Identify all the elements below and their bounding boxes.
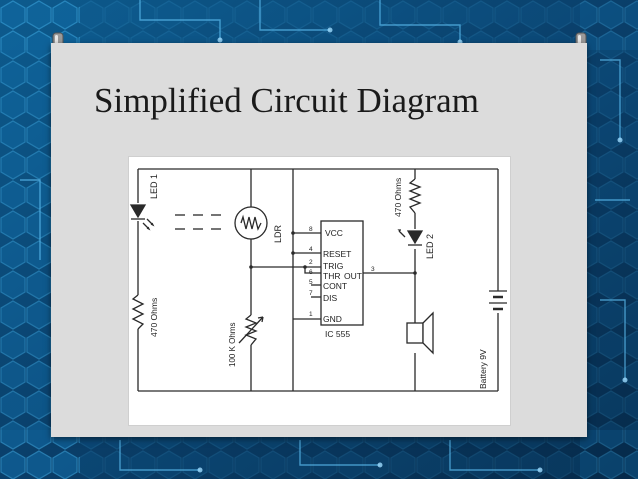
ic-pin-gnd: GND (323, 314, 342, 324)
ic-pin-trig: TRIG (323, 261, 343, 271)
led2-symbol (397, 229, 424, 246)
resistor1-label: 470 Ohms (149, 298, 159, 337)
pin-number-8: 8 (309, 226, 313, 233)
led1-label: LED 1 (149, 174, 159, 199)
ic-pin-reset: RESET (323, 249, 351, 259)
circuit-diagram: LED 1 470 Ohms LDR 100 K Ohms (128, 156, 511, 426)
ldr-symbol (234, 206, 268, 240)
slide-title: Simplified Circuit Diagram (94, 81, 479, 120)
ic-pin-cont: CONT (323, 281, 347, 291)
resistor2-symbol (408, 178, 422, 214)
led1-symbol (129, 204, 155, 231)
pin-number-6: 6 (309, 269, 313, 276)
ic-pin-dis: DIS (323, 293, 338, 303)
ldr-label: LDR (273, 224, 283, 243)
light-rays (175, 214, 221, 230)
resistor2-label: 470 Ohms (393, 178, 403, 217)
pin-number-4: 4 (309, 246, 313, 253)
circuit-diagram-svg: LED 1 470 Ohms LDR 100 K Ohms (129, 168, 507, 392)
ic555-label: IC 555 (325, 329, 350, 339)
pin-number-1: 1 (309, 311, 313, 318)
junction-dots (249, 231, 417, 275)
ic555-body (320, 220, 364, 326)
pin-number-2: 2 (309, 259, 313, 266)
potentiometer-label: 100 K Ohms (228, 323, 237, 367)
slide-panel: Simplified Circuit Diagram (51, 43, 587, 437)
speaker-symbol (406, 311, 434, 355)
pin-number-3: 3 (371, 266, 375, 273)
resistor1-symbol (131, 294, 145, 330)
pin-number-5: 5 (309, 279, 313, 286)
circuit-wires (137, 168, 499, 392)
ic-pin-out: OUT (344, 271, 362, 281)
pin-number-7: 7 (309, 290, 313, 297)
ic-pin-vcc: VCC (325, 228, 343, 238)
battery-symbol (489, 290, 507, 311)
potentiometer-symbol (238, 314, 264, 346)
ic-pin-thr: THR (323, 271, 340, 281)
led2-label: LED 2 (425, 234, 435, 259)
battery-label: Battery 9V (478, 349, 488, 389)
